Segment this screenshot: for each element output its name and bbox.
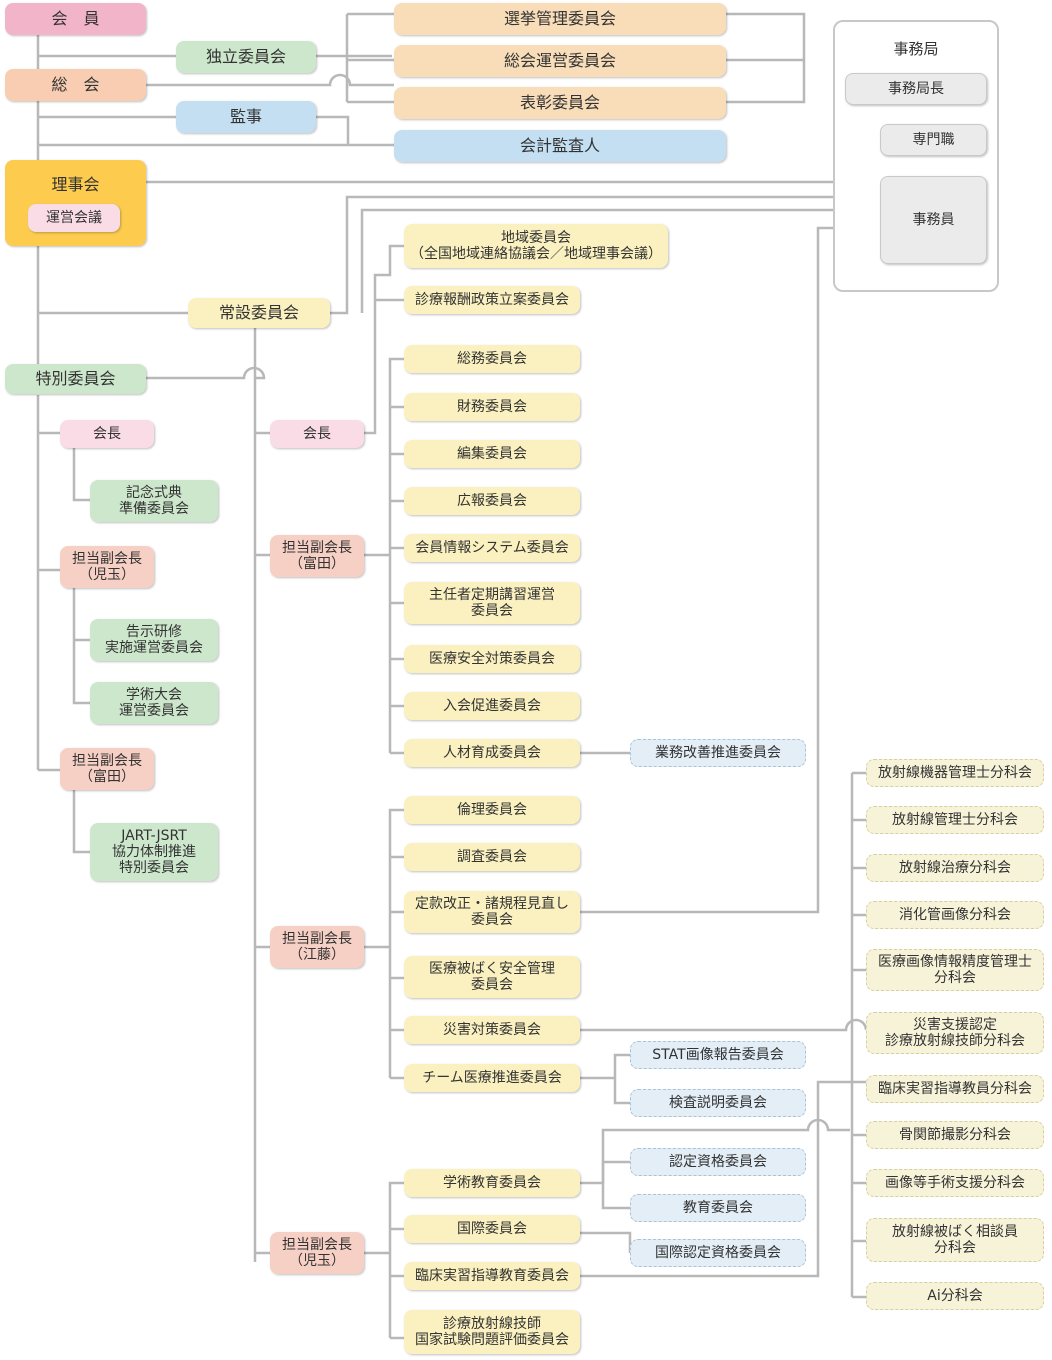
business-improvement-committee-node[interactable]: 業務改善推進委員会 [630, 739, 806, 767]
standing-vp-eto-node[interactable]: 担当副会長 （江藤） [270, 926, 364, 968]
members-node[interactable]: 会 員 [5, 3, 146, 35]
standing-vp-kodama-node[interactable]: 担当副会長 （児玉） [270, 1232, 364, 1274]
general-assembly-node[interactable]: 総 会 [5, 69, 146, 101]
finance-committee-node[interactable]: 財務委員会 [404, 393, 580, 421]
subcommittee-node[interactable]: 放射線被ばく相談員 分科会 [866, 1218, 1044, 1262]
subcommittee-node[interactable]: Ai分科会 [866, 1282, 1044, 1310]
public-relations-committee-node[interactable]: 広報委員会 [404, 487, 580, 515]
election-committee-node[interactable]: 選挙管理委員会 [394, 3, 726, 35]
special-committee-node[interactable]: 特別委員会 [5, 364, 146, 394]
secretariat-staff[interactable]: 事務員 [880, 176, 987, 264]
steering-meeting-node[interactable]: 運営会議 [28, 204, 120, 232]
academic-conference-committee-node[interactable]: 学術大会 運営委員会 [90, 682, 218, 724]
notice-training-committee-node[interactable]: 告示研修 実施運営委員会 [90, 619, 218, 661]
accounting-auditor-node[interactable]: 会計監査人 [394, 130, 726, 162]
standing-vp-tomita-node[interactable]: 担当副会長 （富田） [270, 535, 364, 577]
chief-training-committee-node[interactable]: 主任者定期講習運営 委員会 [404, 582, 580, 624]
education-committee-node[interactable]: 教育委員会 [630, 1194, 806, 1222]
independent-committee-node[interactable]: 独立委員会 [176, 41, 316, 73]
radiation-safety-committee-node[interactable]: 医療被ばく安全管理 委員会 [404, 956, 580, 998]
secretariat-specialist[interactable]: 専門職 [880, 124, 987, 156]
jart-jsrt-committee-node[interactable]: JART-JSRT 協力体制推進 特別委員会 [90, 823, 218, 881]
international-committee-node[interactable]: 国際委員会 [404, 1215, 580, 1243]
assembly-operation-committee-node[interactable]: 総会運営委員会 [394, 45, 726, 77]
special-president-node[interactable]: 会長 [60, 420, 154, 448]
memorial-committee-node[interactable]: 記念式典 準備委員会 [90, 480, 218, 522]
stat-report-committee-node[interactable]: STAT画像報告委員会 [630, 1041, 806, 1069]
subcommittee-node[interactable]: 放射線機器管理士分科会 [866, 759, 1044, 787]
subcommittee-node[interactable]: 放射線管理士分科会 [866, 806, 1044, 834]
intl-certification-committee-node[interactable]: 国際認定資格委員会 [630, 1239, 806, 1267]
board-node[interactable]: 理事会 [5, 160, 146, 246]
team-medical-committee-node[interactable]: チーム医療推進委員会 [404, 1064, 580, 1092]
auditor-node[interactable]: 監事 [176, 101, 316, 133]
national-exam-committee-node[interactable]: 診療放射線技師 国家試験問題評価委員会 [404, 1310, 580, 1354]
subcommittee-node[interactable]: 医療画像情報精度管理士 分科会 [866, 949, 1044, 991]
subcommittee-node[interactable]: 画像等手術支援分科会 [866, 1169, 1044, 1197]
award-committee-node[interactable]: 表彰委員会 [394, 87, 726, 119]
academic-education-committee-node[interactable]: 学術教育委員会 [404, 1169, 580, 1197]
secretariat-title: 事務局 [893, 40, 939, 58]
editorial-committee-node[interactable]: 編集委員会 [404, 440, 580, 468]
regional-committee-node[interactable]: 地域委員会 （全国地域連絡協議会／地域理事会議） [404, 224, 668, 268]
hr-development-committee-node[interactable]: 人材育成委員会 [404, 739, 580, 767]
clinical-training-edu-committee-node[interactable]: 臨床実習指導教育委員会 [404, 1262, 580, 1290]
certification-committee-node[interactable]: 認定資格委員会 [630, 1148, 806, 1176]
disaster-committee-node[interactable]: 災害対策委員会 [404, 1016, 580, 1044]
standing-committee-node[interactable]: 常設委員会 [188, 298, 330, 328]
general-affairs-committee-node[interactable]: 総務委員会 [404, 345, 580, 373]
subcommittee-node[interactable]: 骨関節撮影分科会 [866, 1121, 1044, 1149]
special-vp-tomita-node[interactable]: 担当副会長 （富田） [60, 748, 154, 790]
special-vp-kodama-node[interactable]: 担当副会長 （児玉） [60, 546, 154, 588]
subcommittee-node[interactable]: 臨床実習指導教員分科会 [866, 1075, 1044, 1103]
standing-president-node[interactable]: 会長 [270, 420, 364, 448]
articles-revision-committee-node[interactable]: 定款改正・諸規程見直し 委員会 [404, 891, 580, 933]
enrollment-committee-node[interactable]: 入会促進委員会 [404, 692, 580, 720]
medical-safety-committee-node[interactable]: 医療安全対策委員会 [404, 645, 580, 673]
member-info-committee-node[interactable]: 会員情報システム委員会 [404, 534, 580, 562]
fee-policy-committee-node[interactable]: 診療報酬政策立案委員会 [404, 286, 580, 314]
subcommittee-node[interactable]: 消化管画像分科会 [866, 901, 1044, 929]
secretariat-director[interactable]: 事務局長 [845, 73, 987, 105]
research-committee-node[interactable]: 調査委員会 [404, 843, 580, 871]
ethics-committee-node[interactable]: 倫理委員会 [404, 796, 580, 824]
exam-explanation-committee-node[interactable]: 検査説明委員会 [630, 1089, 806, 1117]
subcommittee-node[interactable]: 放射線治療分科会 [866, 854, 1044, 882]
subcommittee-node[interactable]: 災害支援認定 診療放射線技師分科会 [866, 1012, 1044, 1054]
